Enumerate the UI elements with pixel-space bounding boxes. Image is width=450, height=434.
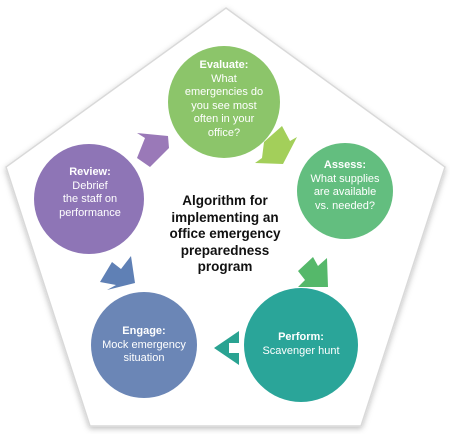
- arrow-review-to-evaluate: [137, 133, 169, 167]
- review-title: Review:: [69, 166, 111, 178]
- perform-circle: [244, 288, 358, 402]
- arrow-perform-to-engage: [214, 331, 239, 365]
- evaluate-circle: [168, 46, 280, 158]
- perform-title: Perform:: [278, 331, 324, 343]
- arrow-evaluate-to-assess: [255, 126, 297, 164]
- perform-body: Scavenger hunt: [262, 344, 340, 357]
- review-circle: [34, 144, 144, 254]
- engage-title: Engage:: [122, 325, 166, 337]
- perform-step: Perform: Scavenger hunt: [252, 331, 350, 358]
- arrow-assess-to-perform: [298, 257, 328, 287]
- review-body: Debrief the staff on performance: [59, 179, 121, 219]
- engage-body: Mock emergency situation: [102, 338, 186, 365]
- engage-circle: [91, 292, 197, 398]
- evaluate-body: What emergencies do you see most often i…: [184, 72, 264, 139]
- evaluate-title: Evaluate:: [199, 59, 249, 71]
- assess-body: What supplies are available vs. needed?: [310, 172, 380, 212]
- review-step: Review: Debrief the staff on performance: [40, 166, 140, 220]
- center-title: Algorithm for implementing an office eme…: [169, 193, 281, 274]
- assess-step: Assess: What supplies are available vs. …: [303, 159, 387, 213]
- assess-title: Assess:: [323, 159, 367, 171]
- engage-step: Engage: Mock emergency situation: [97, 325, 191, 366]
- arrow-engage-to-review: [100, 256, 135, 290]
- evaluate-step: Evaluate: What emergencies do you see mo…: [172, 59, 276, 140]
- assess-circle: [297, 143, 393, 239]
